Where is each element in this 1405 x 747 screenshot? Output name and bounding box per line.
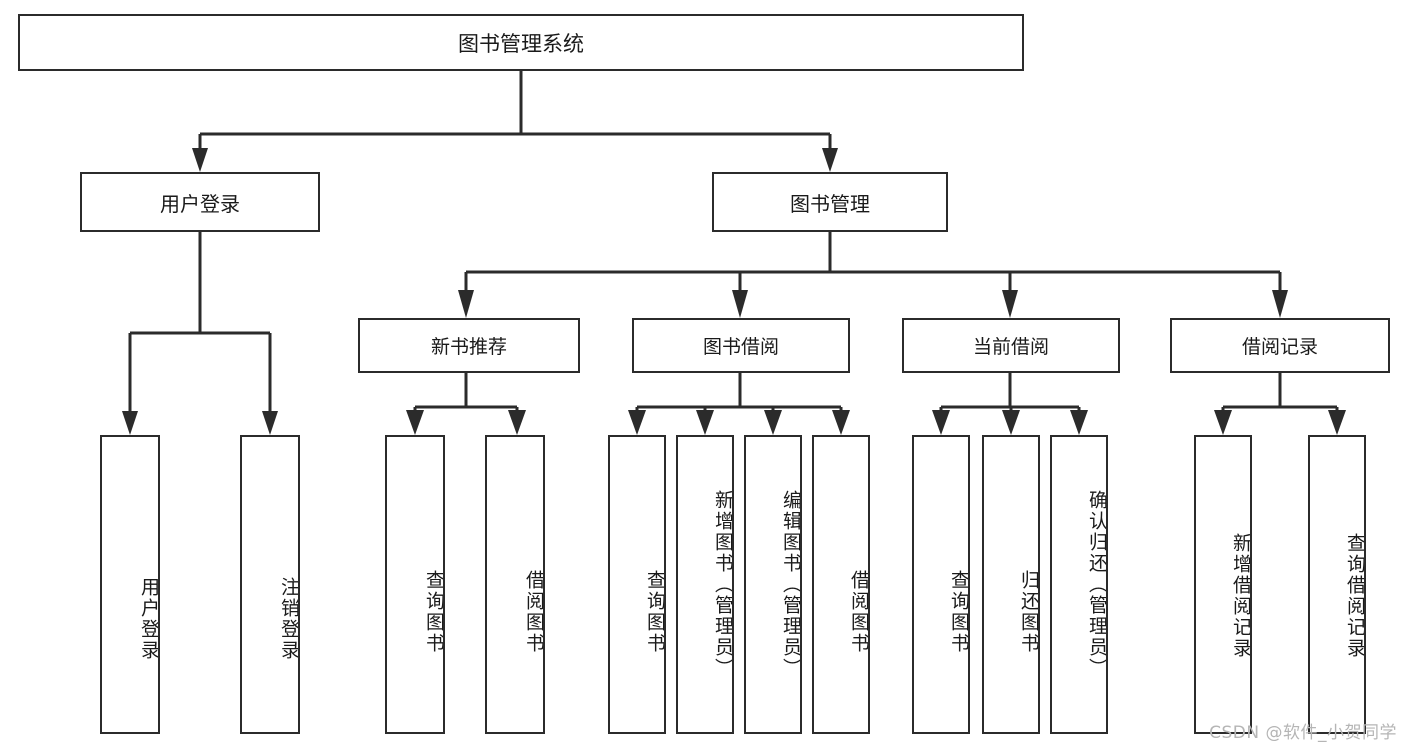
node-current-borrowing[interactable]: 当前借阅 xyxy=(902,318,1120,373)
node-label: 借阅图书 xyxy=(523,569,545,654)
arrow-borrow-c2 xyxy=(696,410,714,435)
arrow-record-c2 xyxy=(1328,410,1346,435)
node-borrowing-record[interactable]: 借阅记录 xyxy=(1170,318,1390,373)
node-book-management[interactable]: 图书管理 xyxy=(712,172,948,232)
arrow-current-c2 xyxy=(1002,410,1020,435)
leaf-edit-book-admin[interactable]: 编辑图书（管理员） xyxy=(744,435,802,734)
leaf-add-borrow-record[interactable]: 新增借阅记录 xyxy=(1194,435,1252,734)
arrow-borrow-c1 xyxy=(628,410,646,435)
node-root-book-management-system[interactable]: 图书管理系统 xyxy=(18,14,1024,71)
arrow-to-current-borrow xyxy=(1002,290,1018,318)
node-label: 图书管理系统 xyxy=(458,31,584,56)
arrow-to-borrow-record xyxy=(1272,290,1288,318)
node-label: 查询图书 xyxy=(423,569,445,654)
arrow-borrow-c4 xyxy=(832,410,850,435)
node-label: 新增借阅记录 xyxy=(1230,532,1252,659)
arrow-current-c1 xyxy=(932,410,950,435)
node-label: 用户登录 xyxy=(160,191,240,216)
arrow-to-book-mgmt xyxy=(822,148,838,172)
node-label: 图书管理 xyxy=(790,191,870,216)
leaf-query-book-current[interactable]: 查询图书 xyxy=(912,435,970,734)
node-label: 新增图书（管理员） xyxy=(712,490,734,679)
leaf-query-book-new[interactable]: 查询图书 xyxy=(385,435,445,734)
node-label: 编辑图书（管理员） xyxy=(780,490,802,679)
arrow-borrow-c3 xyxy=(764,410,782,435)
node-label: 当前借阅 xyxy=(972,336,1049,358)
arrow-to-leaf-logout xyxy=(262,411,278,435)
node-label: 用户登录 xyxy=(138,577,160,661)
node-label: 确认归还（管理员） xyxy=(1086,490,1108,679)
node-book-borrowing[interactable]: 图书借阅 xyxy=(632,318,850,373)
leaf-add-book-admin[interactable]: 新增图书（管理员） xyxy=(676,435,734,734)
csdn-watermark: CSDN @软件_小贺同学 xyxy=(1209,723,1397,743)
arrow-current-c3 xyxy=(1070,410,1088,435)
node-label: 借阅图书 xyxy=(848,569,870,654)
node-user-login[interactable]: 用户登录 xyxy=(80,172,320,232)
arrow-to-user-login xyxy=(192,148,208,172)
arrow-record-c1 xyxy=(1214,410,1232,435)
node-label: 归还图书 xyxy=(1018,569,1040,654)
node-label: 图书借阅 xyxy=(702,336,779,358)
leaf-user-login[interactable]: 用户登录 xyxy=(100,435,160,734)
leaf-query-book-borrow[interactable]: 查询图书 xyxy=(608,435,666,734)
leaf-return-book[interactable]: 归还图书 xyxy=(982,435,1040,734)
leaf-borrow-book-new[interactable]: 借阅图书 xyxy=(485,435,545,734)
arrow-to-new-book xyxy=(458,290,474,318)
node-label: 注销登录 xyxy=(278,577,300,661)
leaf-borrow-book[interactable]: 借阅图书 xyxy=(812,435,870,734)
arrow-new-c2 xyxy=(508,410,526,435)
node-label: 新书推荐 xyxy=(430,336,507,358)
node-label: 查询借阅记录 xyxy=(1344,532,1366,659)
leaf-logout[interactable]: 注销登录 xyxy=(240,435,300,734)
arrow-new-c1 xyxy=(406,410,424,435)
node-label: 查询图书 xyxy=(948,569,970,654)
node-label: 查询图书 xyxy=(644,569,666,654)
node-new-book-recommendation[interactable]: 新书推荐 xyxy=(358,318,580,373)
arrow-to-leaf-user-login xyxy=(122,411,138,435)
leaf-query-borrow-record[interactable]: 查询借阅记录 xyxy=(1308,435,1366,734)
node-label: 借阅记录 xyxy=(1241,336,1318,358)
leaf-confirm-return-admin[interactable]: 确认归还（管理员） xyxy=(1050,435,1108,734)
arrow-to-book-borrow xyxy=(732,290,748,318)
